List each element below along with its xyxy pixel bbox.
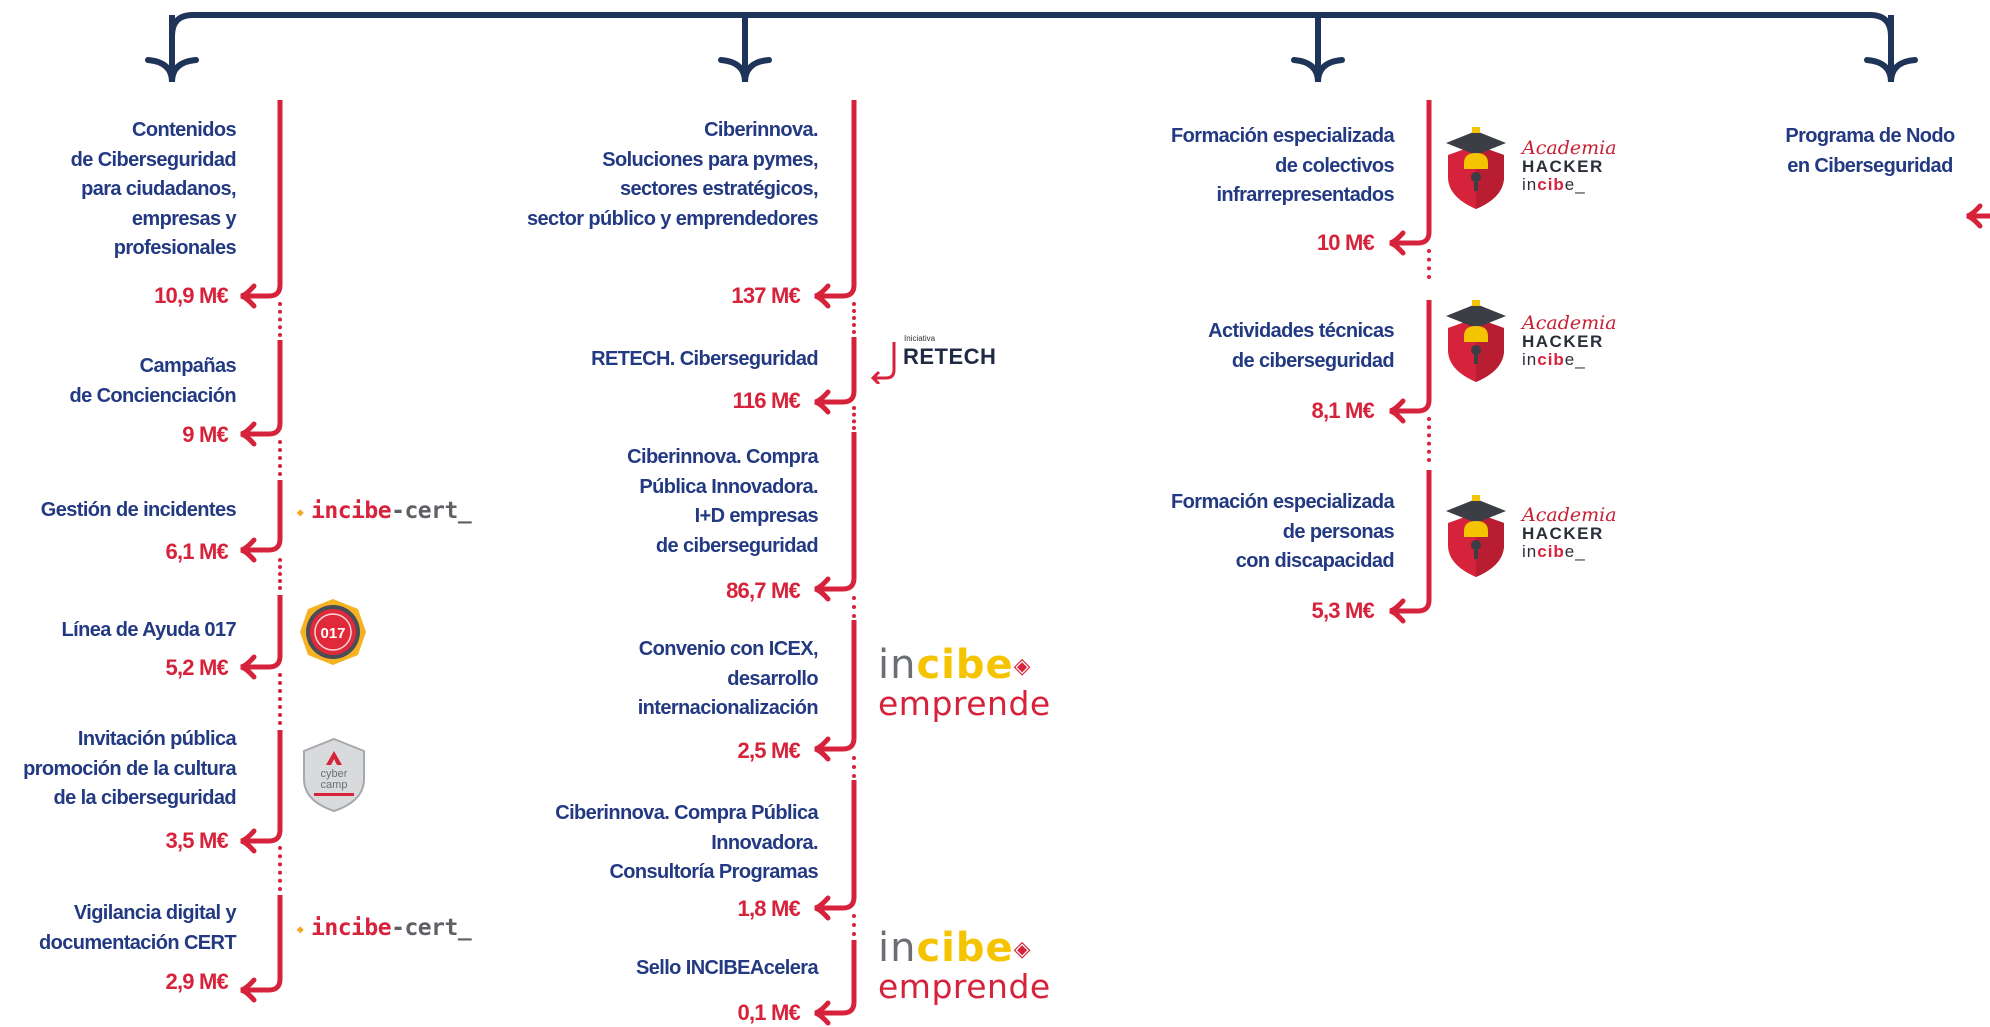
red-connector-arrow [240, 730, 283, 854]
red-connector-arrow [814, 620, 857, 762]
red-connector-arrow [814, 432, 857, 602]
item-label: Gestión de incidentes [40, 499, 237, 521]
academia-hacker-text: Academia HACKER incibe_ [1522, 137, 1617, 194]
item-label: Invitación pública promoción de la cultu… [23, 728, 237, 809]
retech-big-text: RETECH [903, 344, 997, 369]
incibe-emprende-logo: incibe◈ emprende [878, 925, 1051, 1006]
item-label: Ciberinnova. Compra Pública Innovadora. … [555, 802, 818, 883]
branch-arrow-col1 [145, 15, 199, 83]
item-amount: 8,1 M€ [1311, 398, 1375, 423]
academia-hacker-text: Academia HACKER incibe_ [1522, 312, 1617, 369]
item-amount: 137 M€ [731, 283, 800, 308]
academia-hacker-shield-icon [1446, 495, 1506, 577]
red-connector-arrow [814, 780, 857, 921]
item-label: Línea de Ayuda 017 [61, 619, 237, 641]
retech-arrow-icon [870, 342, 896, 384]
item-label: Ciberinnova. Compra Pública Innovadora. … [627, 446, 818, 557]
red-connector-arrow [814, 100, 857, 309]
top-connector [145, 12, 1918, 83]
red-connector-arrow [240, 895, 283, 1003]
incibe-cert-logo: ⬩incibe-cert_ [297, 498, 472, 524]
branch-arrow-col4 [1864, 15, 1918, 83]
dotted-connector [852, 302, 860, 334]
cybercamp-logo: cyber camp [303, 737, 365, 813]
red-connector-arrow [1389, 300, 1432, 424]
dotted-connector [278, 302, 286, 337]
red-connector-arrow [1389, 470, 1432, 624]
academia-hacker-text: Academia HACKER incibe_ [1522, 504, 1617, 561]
red-connector-arrow [240, 100, 283, 309]
diamond-icon: ◈ [1013, 654, 1032, 679]
incibe-diamond-icon: ⬩ [297, 919, 303, 940]
red-connector-arrow [240, 595, 283, 680]
item-amount: 10,9 M€ [154, 283, 229, 308]
red-connector-arrow [240, 480, 283, 563]
badge-017-text: 017 [320, 625, 345, 642]
branch-arrow-col2 [718, 15, 772, 83]
incibe-emprende-logo: incibe◈ emprende [878, 642, 1051, 723]
red-connector-arrow [814, 337, 857, 415]
item-label: Programa de Nodo en Ciberseguridad [1785, 125, 1955, 177]
item-amount: 0,1 M€ [737, 1000, 801, 1025]
item-amount: 5,3 M€ [1311, 598, 1375, 623]
item-amount: 86,7 M€ [726, 578, 801, 603]
dotted-connector [1427, 249, 1435, 279]
red-connector-arrow [814, 940, 857, 1026]
branch-arrow-col3 [1291, 15, 1345, 83]
item-amount: 2,5 M€ [737, 738, 801, 763]
item-amount: 3,5 M€ [165, 828, 229, 853]
item-label: Actividades técnicas de ciberseguridad [1208, 320, 1394, 372]
dotted-connector [852, 596, 860, 618]
academia-hacker-shield-icon [1446, 127, 1506, 209]
incibe-cert-logo: ⬩incibe-cert_ [297, 915, 472, 941]
item-amount: 116 M€ [732, 388, 801, 413]
item-label: Convenio con ICEX, desarrollo internacio… [637, 638, 819, 719]
cybercamp-line2: camp [321, 779, 348, 791]
dotted-connector [278, 558, 286, 590]
retech-small-text: Iniciativa [904, 334, 936, 343]
linea-ayuda-017-logo: 017 [300, 599, 366, 665]
red-connector-arrow [1389, 100, 1432, 256]
cybercamp-line1: cyber [321, 768, 348, 780]
item-amount: 1,8 M€ [737, 896, 801, 921]
dotted-connector [1427, 417, 1435, 462]
item-label: Sello INCIBEAcelera [635, 957, 819, 979]
item-label: Campañas de Concienciación [69, 355, 236, 407]
item-label: Vigilancia digital y documentación CERT [39, 902, 237, 954]
item-amount: 6,1 M€ [165, 539, 229, 564]
dotted-connector [852, 914, 860, 936]
item-amount: 5,2 M€ [165, 655, 229, 680]
dotted-connector [278, 440, 286, 476]
diamond-icon: ◈ [1013, 937, 1032, 962]
red-connector-arrow [240, 340, 283, 447]
item-amount: 2,9 M€ [165, 969, 229, 994]
item-label: Ciberinnova. Soluciones para pymes, sect… [527, 119, 819, 230]
red-connector-arrow [1966, 203, 1990, 229]
item-amount: 10 M€ [1316, 230, 1375, 255]
item-label: Formación especializada de colectivos in… [1171, 125, 1395, 206]
incibe-diamond-icon: ⬩ [297, 502, 303, 523]
dotted-connector [852, 406, 860, 430]
dotted-connector [278, 673, 286, 725]
academia-hacker-shield-icon [1446, 300, 1506, 382]
item-label: Formación especializada de personas con … [1171, 491, 1395, 572]
dotted-connector [852, 756, 860, 778]
dotted-connector [278, 846, 286, 891]
item-label: RETECH. Ciberseguridad [591, 348, 818, 370]
item-label: Contenidos de Ciberseguridad para ciudad… [70, 119, 237, 259]
item-amount: 9 M€ [182, 422, 229, 447]
